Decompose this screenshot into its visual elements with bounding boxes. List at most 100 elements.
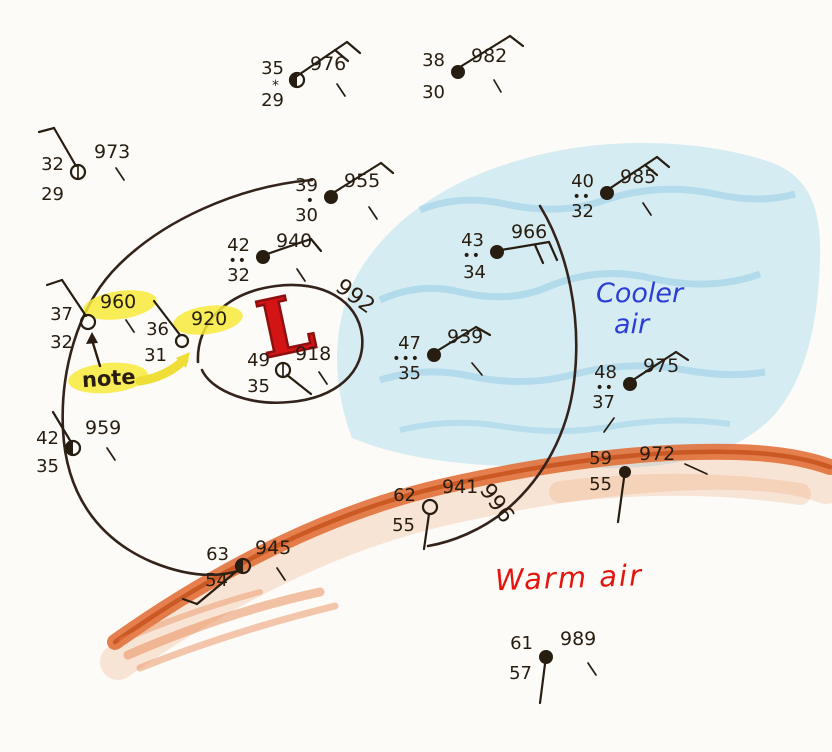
wind-barb [616,476,626,524]
station-pressure: 960 [100,291,136,313]
wind-barb [499,240,551,252]
station-dewpoint: 35 [247,376,270,397]
wind-barb [265,237,313,256]
station-pressure: 966 [511,221,547,243]
pressure-mark [642,202,652,216]
station-dewpoint: 32 [571,201,594,222]
cool-air-blob [337,142,821,469]
station-temp: 39 [295,175,318,196]
wind-barb [60,278,88,318]
station-pressure: 918 [295,343,331,365]
wind-barb [458,34,512,69]
warm-air-streak [123,587,325,660]
station-plot-973: 32 29 973 [37,126,130,205]
station-temp: 43 [461,230,484,251]
cool-air-scribble [378,270,762,304]
station-plot-941: 62 55 941 [392,476,478,551]
station-temp: 59 [589,448,612,469]
station-plot-975: 48 •• 37 975 [592,350,690,433]
station-dewpoint: 30 [295,205,318,226]
note-dark-arrowhead [86,332,98,344]
pressure-mark [276,567,286,581]
wind-barb [295,40,349,78]
isobar-992-loop [196,283,364,404]
station-plot-939: 47 ••• 35 939 [392,325,492,384]
station-weather-symbol: • [306,193,315,209]
station-plot-955: 39 • 30 955 [295,161,395,226]
wind-barb [195,568,240,606]
station-symbol-filled [324,190,338,204]
wind-barb [631,350,678,382]
station-pressure: 989 [560,628,596,650]
pressure-mark [115,167,125,181]
station-temp: 38 [422,50,445,71]
station-symbol-ring [234,557,252,575]
station-temp: 62 [393,485,416,506]
station-dewpoint: 35 [36,456,59,477]
station-temp: 42 [227,235,250,256]
station-pressure: 972 [639,443,675,465]
station-symbol-filled [451,65,465,79]
station-dewpoint: 37 [592,392,615,413]
station-pressure: 975 [643,355,679,377]
station-dewpoint: 32 [50,332,73,353]
station-temp: 63 [206,544,229,565]
station-symbol-open [79,313,97,331]
station-dewpoint: 32 [227,265,250,286]
isobar-outer-curve [61,178,314,577]
station-symbol-filled [623,377,637,391]
station-dewpoint: 29 [41,184,64,205]
station-pressure: 985 [620,166,656,188]
note-dark-arrow-shaft [90,338,102,368]
wind-barb-flag [37,126,56,134]
station-dewpoint: 31 [144,345,167,366]
station-temp: 48 [594,362,617,383]
wind-barb-tick [508,34,525,48]
pressure-mark [684,463,708,475]
highlight-920 [173,305,243,335]
wind-barb [52,126,78,168]
station-symbol-open [174,333,190,349]
station-plot-945: 63 54 945 [181,537,291,606]
annotations-highlight [68,290,243,394]
station-weather-symbol: •• [228,253,247,269]
station-dewpoint: 55 [589,474,612,495]
station-dewpoint: 54 [205,570,228,591]
station-temp: 32 [41,154,64,175]
station-pressure: 920 [191,308,227,330]
station-symbol-filled [619,466,631,478]
station-symbol-ring [64,439,82,457]
station-temp: 49 [247,350,270,371]
station-symbol-filled [539,650,553,664]
station-temp: 35 [261,58,284,79]
station-pressure: 976 [310,53,346,75]
pressure-mark [125,319,135,333]
wind-barb-tick [547,240,559,262]
pressure-mark [318,371,328,385]
wind-barb-tick [379,161,395,175]
wind-barb [152,299,182,337]
wind-barb-tick [345,40,362,55]
wind-barb [538,662,547,705]
cooler-air-label-line2: air [614,309,651,340]
station-temp: 36 [146,319,169,340]
station-pressure: 955 [344,170,380,192]
wind-barb-tick [181,597,199,606]
cool-air-scribble [418,185,796,214]
wind-barb-tick [533,243,545,265]
station-pressure: 940 [276,230,312,252]
wind-barb-tick [643,163,659,177]
station-dewpoint: 35 [398,363,421,384]
wind-barb-tick [474,325,492,337]
wind-barb [422,512,431,551]
cool-air-scribble [399,417,731,434]
station-plot-982: 38 30 982 [422,34,525,103]
station-dewpoint: 30 [422,82,445,103]
station-dewpoint: 55 [392,515,415,536]
wind-barb-tail [603,417,615,433]
highlight-960 [83,290,157,320]
highlight-note [68,362,148,394]
station-weather-symbol: •• [595,380,614,396]
